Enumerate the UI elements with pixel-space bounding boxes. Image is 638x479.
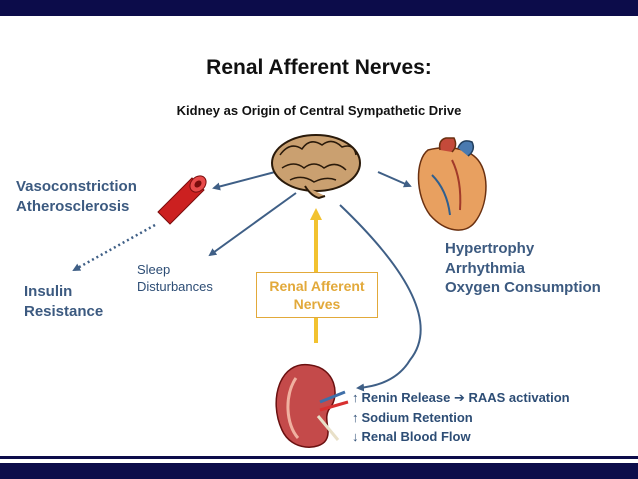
heart-effects-label: Hypertrophy Arrhythmia Oxygen Consumptio… — [445, 239, 601, 298]
down-arrow-icon: ↓ — [352, 429, 359, 444]
kidney-effect-item: ↑Renin Release ➔ RAAS activation — [352, 388, 570, 408]
bottom-frame-line — [0, 456, 638, 459]
kidney-effect-text: Renin Release ➔ RAAS activation — [361, 390, 570, 405]
vasoconstriction-label: Vasoconstriction Atherosclerosis — [16, 177, 137, 216]
kidney-effect-item: ↓Renal Blood Flow — [352, 427, 570, 447]
blood-vessel-icon — [157, 175, 207, 225]
kidney-effect-text: Sodium Retention — [361, 409, 473, 425]
renal-afferent-text: Renal Afferent — [269, 277, 365, 294]
arrow-brain-to-vessel — [212, 171, 276, 191]
diagram-subtitle: Kidney as Origin of Central Sympathetic … — [176, 103, 462, 118]
arrow-vessel-to-insulin — [72, 223, 156, 272]
sleep-text: Sleep — [137, 262, 171, 277]
atherosclerosis-text: Atherosclerosis — [16, 197, 130, 215]
hypertrophy-text: Hypertrophy — [445, 240, 535, 257]
resistance-text: Resistance — [24, 302, 104, 320]
up-arrow-icon: ↑ — [352, 390, 359, 405]
bottom-frame-bar — [0, 463, 638, 479]
kidney-effect-item: ↑Sodium Retention — [352, 408, 570, 428]
vasoconstriction-text: Vasoconstriction — [16, 178, 137, 195]
diagram-title: Renal Afferent Nerves: — [206, 56, 432, 79]
arrhythmia-text: Arrhythmia — [445, 259, 526, 277]
arrow-brain-to-kidney — [339, 204, 422, 392]
disturbances-text: Disturbances — [137, 278, 213, 294]
insulin-text: Insulin — [24, 283, 73, 300]
up-arrow-icon: ↑ — [352, 409, 359, 425]
renal-afferent-nerves-box: Renal Afferent Nerves — [256, 272, 378, 318]
kidney-icon — [275, 363, 349, 448]
arrow-brain-to-heart — [377, 171, 412, 188]
oxygen-consumption-text: Oxygen Consumption — [445, 279, 601, 296]
kidney-effects-list: ↑Renin Release ➔ RAAS activation ↑Sodium… — [352, 388, 570, 447]
brain-icon — [271, 134, 361, 200]
arrow-brain-to-sleep — [208, 192, 297, 257]
insulin-resistance-label: Insulin Resistance — [24, 282, 103, 321]
top-frame-bar — [0, 0, 638, 16]
nerves-text: Nerves — [293, 296, 341, 312]
heart-icon — [417, 137, 487, 231]
sleep-disturbances-label: Sleep Disturbances — [137, 262, 213, 296]
kidney-effect-text: Renal Blood Flow — [361, 429, 471, 444]
